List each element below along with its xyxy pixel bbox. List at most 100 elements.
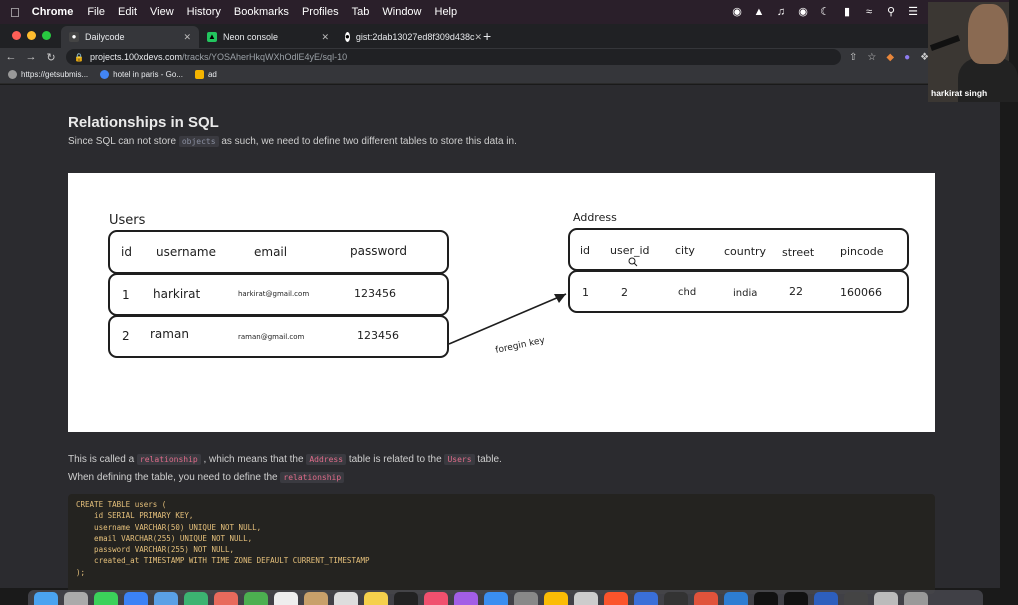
- messages-dock-icon[interactable]: [94, 592, 118, 605]
- minimize-window-button[interactable]: [27, 31, 36, 40]
- status-moon-icon[interactable]: ☾: [820, 6, 830, 18]
- trash-dock-icon[interactable]: [904, 592, 928, 605]
- bookmark-globe-icon: [8, 70, 17, 79]
- bookmark-star-icon[interactable]: ☆: [867, 51, 877, 63]
- tab-gist[interactable]: ● gist:2dab13027ed8f309d438c ✕: [337, 26, 482, 48]
- files-dock-icon[interactable]: [874, 592, 898, 605]
- address-cell-id-1: 1: [582, 286, 589, 299]
- arrow-head: [554, 294, 566, 303]
- bookmark-hotel-paris[interactable]: hotel in paris - Go...: [100, 70, 183, 79]
- menu-profiles[interactable]: Profiles: [292, 6, 339, 18]
- brave-dock-icon[interactable]: [604, 592, 628, 605]
- github-dock-icon[interactable]: [664, 592, 688, 605]
- address-header-street: street: [782, 246, 815, 259]
- bookmark-label: hotel in paris - Go...: [113, 70, 183, 79]
- macos-menu-bar:  Chrome File Edit View History Bookmark…: [0, 0, 1009, 24]
- contacts-dock-icon[interactable]: [304, 592, 328, 605]
- menu-history[interactable]: History: [176, 6, 221, 18]
- reminders-dock-icon[interactable]: [334, 592, 358, 605]
- status-control-center-icon[interactable]: ☰: [908, 6, 918, 18]
- postman-dock-icon[interactable]: [694, 592, 718, 605]
- address-cell-city-1: chd: [678, 287, 696, 298]
- google-icon: [100, 70, 110, 79]
- tab-neon-console[interactable]: ▲ Neon console ✕: [199, 26, 337, 48]
- facetime-dock-icon[interactable]: [244, 592, 268, 605]
- iterm-dock-icon[interactable]: [784, 592, 808, 605]
- menu-window[interactable]: Window: [372, 6, 421, 18]
- vscode-dock-icon[interactable]: [724, 592, 748, 605]
- maximize-window-button[interactable]: [42, 31, 51, 40]
- menu-help[interactable]: Help: [424, 6, 458, 18]
- safari-dock-icon[interactable]: [154, 592, 178, 605]
- bookmark-ad[interactable]: ad: [194, 70, 217, 79]
- back-arrow-icon[interactable]: ←: [5, 51, 17, 63]
- finder-dock-icon[interactable]: [34, 592, 58, 605]
- calendar-dock-icon[interactable]: [274, 592, 298, 605]
- lock-icon[interactable]: 🔒: [74, 52, 84, 62]
- tab-label: gist:2dab13027ed8f309d438c: [355, 32, 475, 42]
- status-battery-icon[interactable]: ▮: [843, 6, 851, 18]
- users-header-email: email: [254, 245, 287, 259]
- tv-dock-icon[interactable]: [394, 592, 418, 605]
- status-app-icon[interactable]: ◉: [732, 6, 742, 18]
- music-dock-icon[interactable]: [424, 592, 448, 605]
- puzzle-extensions-icon[interactable]: ❖: [920, 51, 930, 63]
- address-title: Address: [573, 211, 617, 224]
- obs-dock-icon[interactable]: [844, 592, 868, 605]
- close-tab-icon[interactable]: ✕: [183, 31, 191, 42]
- inline-code-users: Users: [444, 454, 475, 465]
- users-title: Users: [109, 213, 146, 228]
- tab-dailycode[interactable]: ● Dailycode ✕: [61, 26, 199, 48]
- maps-dock-icon[interactable]: [184, 592, 208, 605]
- new-tab-button[interactable]: +: [483, 28, 492, 44]
- podcasts-dock-icon[interactable]: [454, 592, 478, 605]
- sql-code-block[interactable]: CREATE TABLE users ( id SERIAL PRIMARY K…: [68, 494, 935, 594]
- menu-bookmarks[interactable]: Bookmarks: [224, 6, 289, 18]
- terminal-dock-icon[interactable]: [754, 592, 778, 605]
- launchpad-dock-icon[interactable]: [64, 592, 88, 605]
- metamask-extension-icon[interactable]: ◆: [886, 51, 895, 63]
- presenter-name: harkirat singh: [931, 88, 988, 98]
- status-shield-icon[interactable]: ▲: [753, 6, 765, 18]
- mail-dock-icon[interactable]: [124, 592, 148, 605]
- status-record-icon[interactable]: ◉: [798, 6, 808, 18]
- menu-file[interactable]: File: [77, 6, 105, 18]
- status-sound-icon[interactable]: ♫: [776, 6, 786, 18]
- apple-icon[interactable]: : [10, 5, 20, 20]
- chrome-dock-icon[interactable]: [544, 592, 568, 605]
- close-tab-icon[interactable]: ✕: [321, 31, 329, 42]
- preview-dock-icon[interactable]: [574, 592, 598, 605]
- menu-app-name[interactable]: Chrome: [22, 6, 74, 18]
- users-cell-username-1: harkirat: [153, 287, 200, 301]
- appstore-dock-icon[interactable]: [484, 592, 508, 605]
- browser-tab-bar: ● Dailycode ✕ ▲ Neon console ✕ ● gist:2d…: [0, 24, 1000, 48]
- status-wifi-icon[interactable]: ≈: [865, 6, 873, 18]
- define-text: When defining the table, you need to def…: [68, 472, 278, 483]
- menu-edit[interactable]: Edit: [108, 6, 137, 18]
- photos-dock-icon[interactable]: [214, 592, 238, 605]
- app-dock-icon[interactable]: [634, 592, 658, 605]
- notes-dock-icon[interactable]: [364, 592, 388, 605]
- reload-icon[interactable]: ↻: [46, 51, 56, 64]
- settings-dock-icon[interactable]: [514, 592, 538, 605]
- intro-text-1: Since SQL can not store: [68, 136, 177, 147]
- page-content: Relationships in SQL Since SQL can not s…: [0, 85, 1000, 594]
- share-icon[interactable]: ⇧: [849, 51, 858, 63]
- address-bar[interactable]: 🔒 projects.100xdevs.com /tracks/YOSAherH…: [66, 49, 841, 65]
- zoom-dock-icon[interactable]: [814, 592, 838, 605]
- close-tab-icon[interactable]: ✕: [474, 31, 482, 42]
- menu-tab[interactable]: Tab: [341, 6, 370, 18]
- status-search-icon[interactable]: ⚲: [886, 6, 896, 18]
- bookmark-getsubmis[interactable]: https://getsubmis...: [8, 70, 88, 79]
- code-line-5: password VARCHAR(255) NOT NULL,: [76, 545, 235, 555]
- bookmark-label: ad: [207, 70, 217, 79]
- browser-toolbar: ← → ↻ 🔒 projects.100xdevs.com /tracks/YO…: [0, 48, 1000, 66]
- close-window-button[interactable]: [12, 31, 21, 40]
- microphone-shape: [929, 35, 961, 51]
- forward-arrow-icon[interactable]: →: [25, 51, 37, 63]
- extension-icon[interactable]: ●: [904, 51, 911, 63]
- zoom-cursor-icon: [628, 257, 636, 265]
- menu-view[interactable]: View: [140, 6, 174, 18]
- address-cell-pincode-1: 160066: [840, 286, 882, 299]
- neon-favicon-icon: ▲: [207, 32, 217, 42]
